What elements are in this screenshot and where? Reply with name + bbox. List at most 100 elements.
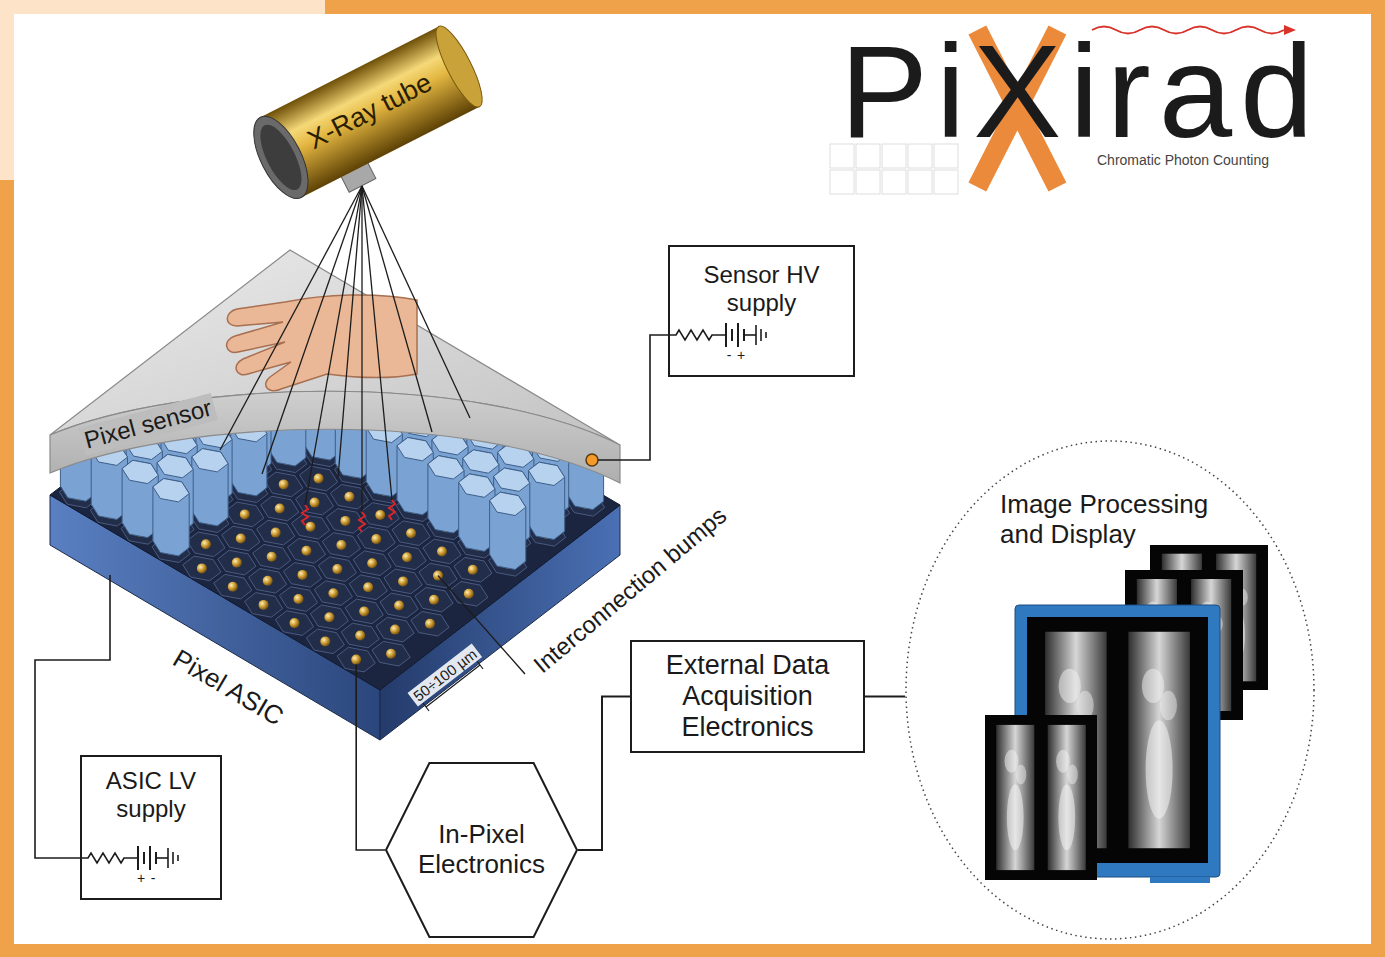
interconnection-bump bbox=[340, 516, 350, 526]
logo-bit-cell bbox=[856, 170, 880, 194]
asic-pixel bbox=[361, 503, 399, 528]
asic-pixel bbox=[384, 569, 422, 594]
bone bbox=[1146, 720, 1173, 818]
asic-pixel bbox=[288, 539, 326, 564]
asic-pixel bbox=[222, 526, 260, 551]
pixel-column-top bbox=[428, 456, 464, 479]
interconnection-bump bbox=[306, 522, 316, 532]
bone bbox=[1016, 765, 1027, 785]
panel bbox=[14, 14, 1371, 944]
pixel-column-top bbox=[463, 450, 499, 473]
display-ellipse: Image Processing and Display bbox=[905, 440, 1315, 940]
logo-bit-cell bbox=[882, 170, 906, 194]
interconnection-bump bbox=[197, 563, 207, 573]
asic-pixel bbox=[218, 550, 256, 575]
in-pixel-wire bbox=[356, 665, 385, 850]
asic-pixel bbox=[372, 641, 410, 666]
interconnection-bump bbox=[302, 546, 312, 556]
bone bbox=[1160, 691, 1177, 721]
bone bbox=[1058, 784, 1075, 850]
interconnection-bump bbox=[324, 612, 334, 622]
logo-title: PiXirad bbox=[840, 26, 1322, 158]
interconnection-bump bbox=[359, 606, 369, 616]
interconnection-bump bbox=[201, 539, 211, 549]
asic-pixel bbox=[257, 520, 295, 545]
bone bbox=[1007, 784, 1024, 850]
asic-pixel bbox=[326, 509, 364, 533]
pixel-column bbox=[153, 479, 189, 556]
image-strip bbox=[1048, 725, 1086, 870]
ground-symbol bbox=[755, 325, 757, 345]
interconnection-bump bbox=[267, 552, 277, 562]
x-ray-beam bbox=[338, 186, 362, 478]
battery-plate bbox=[137, 846, 139, 870]
asic-pixel bbox=[380, 593, 418, 618]
asic-pixel bbox=[253, 544, 291, 569]
wire bbox=[156, 857, 168, 859]
asic-pixel bbox=[322, 533, 360, 558]
asic-pixel bbox=[357, 527, 395, 552]
bone bbox=[1059, 669, 1081, 703]
monitor-base bbox=[1150, 877, 1210, 883]
interconnection-bump bbox=[367, 558, 377, 568]
asic-pixel bbox=[279, 587, 317, 612]
interconnection-bump bbox=[271, 528, 281, 538]
interconnection-bump bbox=[332, 564, 342, 574]
interconnection-bump bbox=[336, 540, 346, 550]
interconnection-bump bbox=[344, 492, 354, 502]
battery-symbol bbox=[668, 323, 766, 347]
pixel-column-top bbox=[494, 468, 530, 491]
asic-pixel bbox=[415, 587, 453, 612]
image-strip bbox=[1128, 632, 1190, 848]
asic-pixel bbox=[245, 593, 283, 618]
interconnection-bump bbox=[228, 582, 238, 592]
tube-window bbox=[243, 108, 319, 206]
interconnection-bump bbox=[310, 498, 320, 508]
interconnection-bump bbox=[375, 510, 385, 520]
asic-pixel bbox=[292, 514, 330, 539]
asic-pixel bbox=[261, 496, 299, 521]
interconnection-bump bbox=[468, 565, 478, 575]
polarity-sign: - bbox=[727, 347, 732, 363]
tube-end bbox=[428, 21, 490, 112]
hv-contact bbox=[586, 454, 598, 466]
interconnection-bump bbox=[390, 625, 400, 635]
bone bbox=[1067, 765, 1078, 785]
pixel-column-top bbox=[153, 479, 189, 502]
pixel-column-top bbox=[192, 449, 228, 472]
interconnection-bump bbox=[386, 649, 396, 659]
pixel-column bbox=[529, 462, 565, 539]
interconnection-bump bbox=[429, 595, 439, 605]
battery-plate bbox=[143, 852, 145, 864]
asic-pixel bbox=[214, 574, 252, 599]
asic-pixel bbox=[450, 582, 488, 607]
hexagon-outline bbox=[386, 763, 577, 937]
x-ray-beam bbox=[262, 186, 362, 474]
logo-bit-cell bbox=[934, 170, 958, 194]
interconnection-bump bbox=[425, 619, 435, 629]
asic-pixel bbox=[376, 617, 414, 642]
node-text: Sensor HV supply bbox=[687, 261, 837, 316]
interconnection-bump bbox=[259, 600, 269, 610]
x-ray-beam bbox=[362, 186, 392, 500]
logo-bit-cell bbox=[908, 170, 932, 194]
interconnection-bump bbox=[290, 618, 300, 628]
battery-symbol bbox=[80, 846, 178, 870]
asic-pixel bbox=[283, 563, 321, 588]
polarity-sign: + bbox=[137, 870, 145, 886]
pixel-column bbox=[192, 449, 228, 526]
battery-plate bbox=[737, 323, 739, 347]
asic-pixel bbox=[388, 545, 426, 570]
polarity-sign: - bbox=[151, 870, 156, 886]
wire bbox=[744, 334, 756, 336]
logo-subtitle: Chromatic Photon Counting bbox=[1094, 152, 1272, 168]
hand bbox=[227, 295, 417, 391]
asic-pixel bbox=[265, 472, 303, 497]
asic-pixel bbox=[314, 581, 352, 606]
interconnection-bump bbox=[406, 528, 416, 538]
interconnection-bump bbox=[398, 576, 408, 586]
ground-symbol bbox=[760, 329, 762, 341]
interconnection-bump bbox=[351, 655, 361, 665]
asic-pixel bbox=[306, 629, 344, 654]
